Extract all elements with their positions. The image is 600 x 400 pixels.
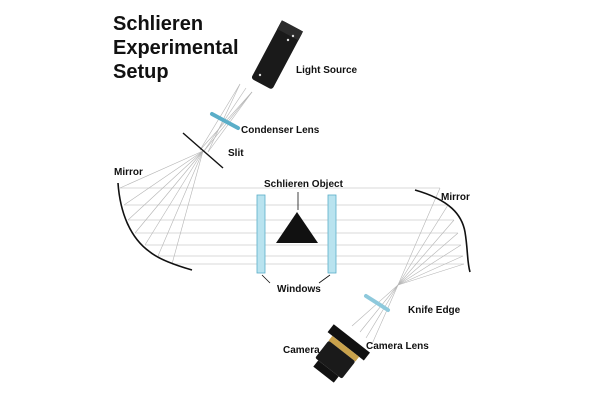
parallel-beam-rays xyxy=(120,187,464,265)
schlieren-object-icon xyxy=(276,212,318,243)
condenser-lens-label: Condenser Lens xyxy=(241,125,320,136)
left-mirror-label: Mirror xyxy=(114,167,143,178)
label-leaders xyxy=(261,192,331,284)
right-mirror-label: Mirror xyxy=(441,192,470,203)
camera-icon xyxy=(313,324,370,383)
camera-label: Camera xyxy=(283,345,320,356)
light-cone-rays xyxy=(199,83,253,153)
slit-to-mirror-rays xyxy=(119,150,204,265)
schlieren-object-label: Schlieren Object xyxy=(264,179,343,190)
slit-icon xyxy=(182,132,224,169)
slit-label: Slit xyxy=(228,148,244,159)
knife-edge-label: Knife Edge xyxy=(408,305,461,316)
left-window-icon xyxy=(256,194,266,274)
right-mirror-icon xyxy=(414,189,471,273)
knife-to-camera-rays xyxy=(351,284,399,345)
condenser-lens-icon xyxy=(210,112,240,130)
mirror-to-knife-rays xyxy=(397,187,465,286)
diagram-title-line-2: Experimental xyxy=(113,37,239,59)
right-window-icon xyxy=(327,194,337,274)
windows-label: Windows xyxy=(277,284,321,295)
left-mirror-icon xyxy=(117,182,193,271)
camera-lens-label: Camera Lens xyxy=(366,341,429,352)
light-source-label: Light Source xyxy=(296,65,358,76)
knife-edge-lens-icon xyxy=(364,294,390,312)
diagram-title-line-3: Setup xyxy=(113,61,169,83)
light-source-icon xyxy=(251,20,304,89)
diagram-title-line-1: Schlieren xyxy=(113,13,204,35)
